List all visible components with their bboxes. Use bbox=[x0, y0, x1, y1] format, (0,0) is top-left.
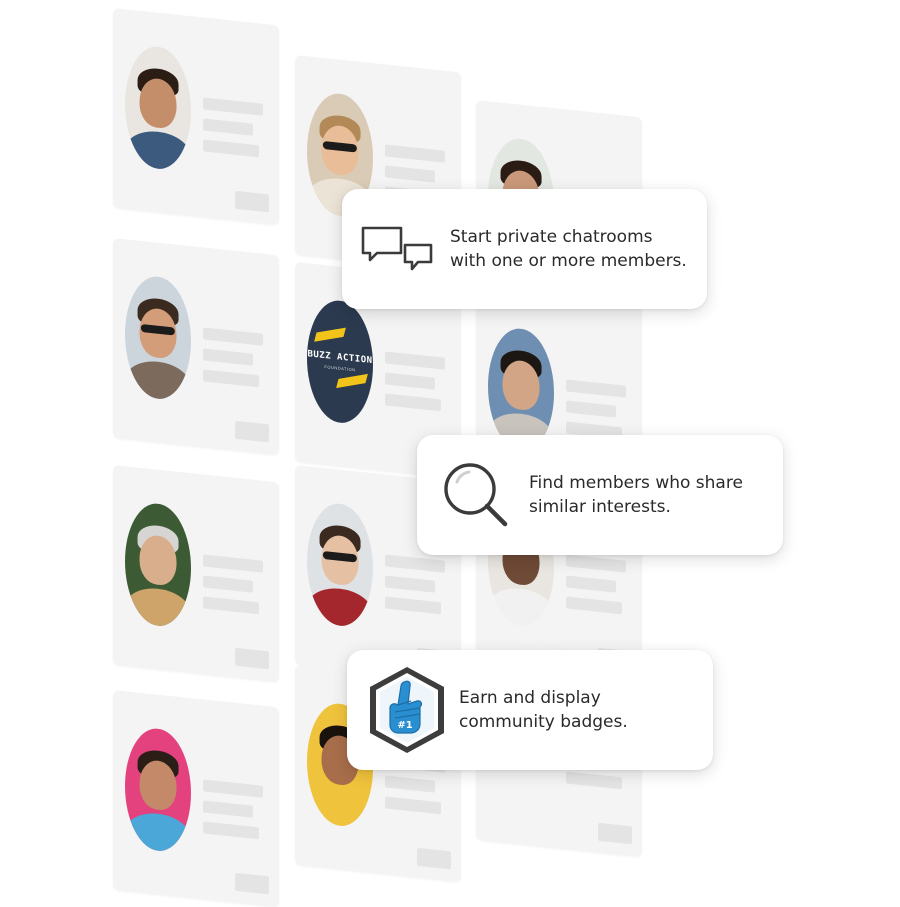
text-placeholder bbox=[385, 351, 445, 370]
feature-callout-search: Find members who share similar interests… bbox=[417, 435, 783, 555]
text-placeholder bbox=[203, 575, 253, 593]
text-placeholder bbox=[385, 144, 445, 163]
text-placeholder bbox=[203, 800, 253, 818]
member-avatar-icon bbox=[125, 273, 191, 403]
button-placeholder bbox=[235, 420, 269, 443]
badge-number-label: #1 bbox=[397, 720, 412, 731]
feature-callout-chatrooms: Start private chatrooms with one or more… bbox=[342, 189, 707, 309]
button-placeholder bbox=[235, 190, 269, 213]
feature-callout-badges: #1 Earn and display community badges. bbox=[347, 650, 713, 770]
member-avatar-icon bbox=[307, 500, 373, 630]
text-placeholder bbox=[566, 554, 626, 573]
member-card bbox=[113, 690, 279, 907]
lightning-bolt-icon bbox=[336, 373, 368, 389]
text-placeholder bbox=[385, 393, 441, 412]
text-placeholder bbox=[203, 97, 263, 116]
text-placeholder bbox=[203, 348, 253, 366]
text-placeholder bbox=[203, 139, 259, 158]
text-placeholder bbox=[385, 575, 435, 593]
button-placeholder bbox=[417, 847, 451, 870]
text-placeholder bbox=[203, 369, 259, 388]
member-card bbox=[113, 238, 279, 456]
member-card bbox=[113, 8, 279, 226]
member-avatar-icon bbox=[125, 500, 191, 630]
button-placeholder bbox=[235, 647, 269, 670]
button-placeholder bbox=[235, 872, 269, 895]
member-avatar-icon bbox=[125, 43, 191, 173]
text-placeholder bbox=[203, 554, 263, 573]
text-placeholder bbox=[385, 796, 441, 815]
member-card bbox=[113, 465, 279, 683]
feature-chatrooms-text: Start private chatrooms with one or more… bbox=[450, 227, 687, 271]
text-placeholder bbox=[385, 596, 441, 615]
member-avatar-icon bbox=[125, 725, 191, 855]
text-placeholder bbox=[203, 821, 259, 840]
text-placeholder bbox=[203, 596, 259, 615]
text-placeholder bbox=[566, 771, 622, 790]
text-placeholder bbox=[203, 779, 263, 798]
text-placeholder bbox=[385, 165, 435, 183]
magnifier-icon bbox=[441, 460, 511, 530]
lightning-bolt-icon bbox=[314, 327, 346, 342]
chat-bubbles-icon bbox=[360, 225, 434, 273]
text-placeholder bbox=[385, 554, 445, 573]
text-placeholder bbox=[385, 372, 435, 390]
feature-search-text: Find members who share similar interests… bbox=[529, 473, 743, 517]
foam-finger-badge-icon: #1 bbox=[365, 664, 449, 756]
text-placeholder bbox=[566, 400, 616, 418]
button-placeholder bbox=[598, 822, 632, 845]
text-placeholder bbox=[385, 775, 435, 793]
text-placeholder bbox=[566, 575, 616, 593]
text-placeholder bbox=[566, 596, 622, 615]
feature-badges-text: Earn and display community badges. bbox=[459, 688, 628, 732]
text-placeholder bbox=[203, 327, 263, 346]
text-placeholder bbox=[566, 379, 626, 398]
text-placeholder bbox=[203, 118, 253, 136]
